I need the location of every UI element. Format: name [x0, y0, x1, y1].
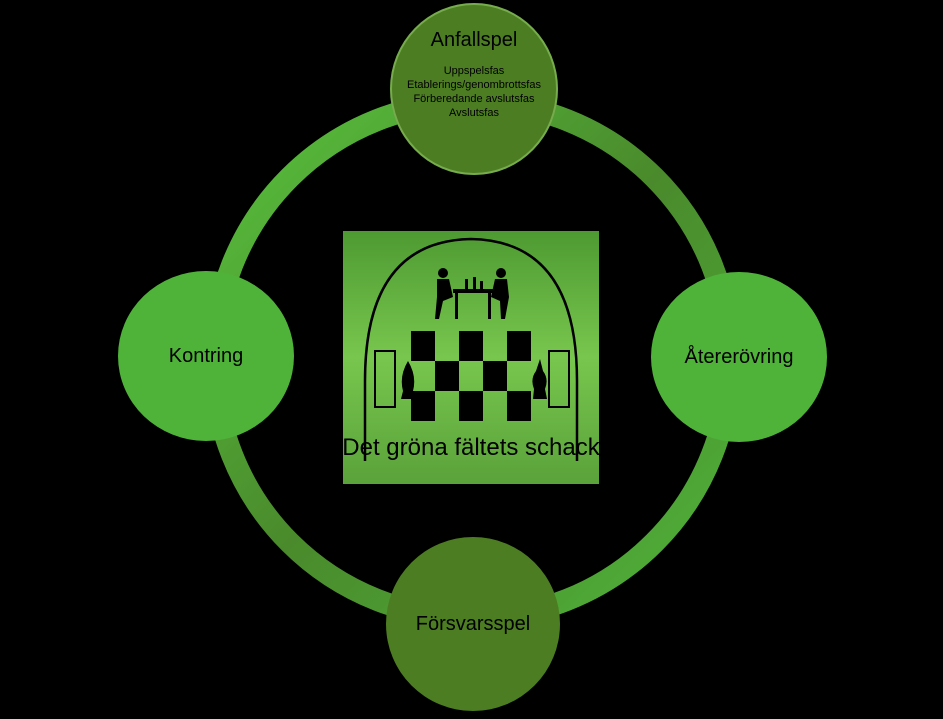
node-atererovring-title: Återerövring [684, 345, 794, 368]
node-anfallspel: Anfallspel Uppspelsfas Etablerings/genom… [390, 3, 558, 175]
phase-list: Uppspelsfas Etablerings/genombrottsfas F… [407, 64, 541, 120]
node-forsvarsspel-title: Försvarsspel [415, 612, 531, 635]
logo-image: Det gröna fältets schack [342, 231, 601, 484]
phase-item: Uppspelsfas [443, 65, 505, 77]
phase-item: Etablerings/genombrottsfas [407, 79, 541, 91]
node-anfallspel-title: Anfallspel [430, 29, 518, 51]
node-kontring-title: Kontring [168, 344, 244, 367]
node-atererovring: Återerövring [651, 272, 827, 442]
node-forsvarsspel: Försvarsspel [386, 537, 560, 711]
node-kontring: Kontring [118, 271, 294, 441]
logo-text: Det gröna fältets schack [343, 434, 599, 461]
phase-item: Avslutsfas [449, 107, 499, 119]
phase-item: Förberedande avslutsfas [413, 93, 535, 105]
